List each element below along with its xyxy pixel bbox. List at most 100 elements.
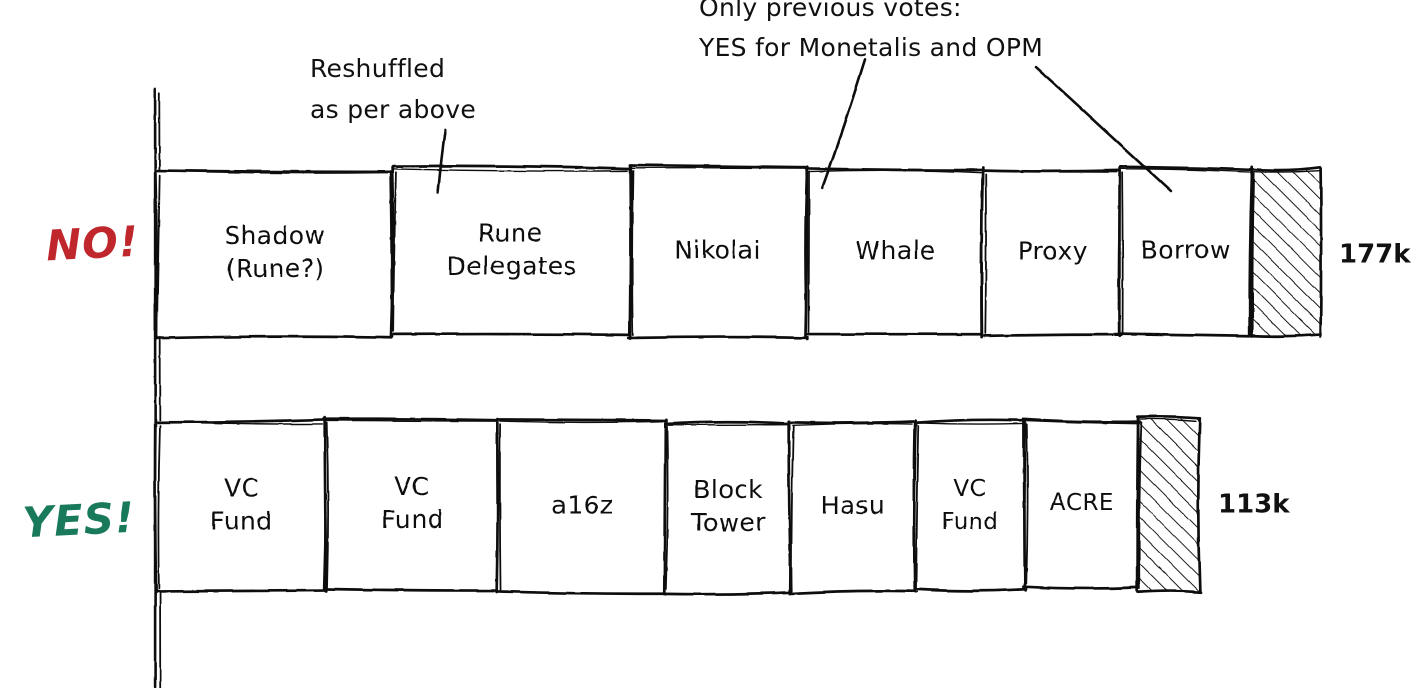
segment-fill [790, 422, 915, 592]
segment-edge-bottom [914, 587, 1028, 593]
segment-fill [156, 420, 325, 592]
segment-label-line: Fund [210, 506, 272, 535]
segment-edge-top [496, 418, 668, 422]
bar-segment[interactable]: a16z [495, 417, 668, 596]
segment-edge-right [1196, 416, 1202, 594]
segment-fill [983, 169, 1120, 336]
yes-bar-total-label: 113k [1218, 490, 1290, 520]
segment-edge-left-double [1025, 423, 1029, 585]
segment-edge-left [1023, 419, 1027, 591]
segment-label-line: ACRE [1050, 490, 1114, 516]
segment-fill [665, 421, 790, 593]
bar-segment[interactable]: Hasu [787, 420, 919, 595]
segment-label-line: Rune [477, 218, 542, 247]
hatched-segment-fill [1138, 418, 1199, 593]
segment-edge-top [1022, 417, 1142, 424]
segment-edge-left-double [157, 424, 161, 590]
segment-edge-top [1118, 165, 1252, 172]
segment-fill [392, 167, 630, 335]
segment-edge-top-double [499, 420, 664, 424]
segment-fill [1025, 420, 1138, 588]
bar-segment[interactable]: Whale [804, 166, 985, 339]
segment-edge-left-double [325, 421, 329, 589]
segment-edge-left [1248, 167, 1254, 336]
segment-edge-top [664, 420, 791, 425]
previous-votes-note: Only previous votes:YES for Monetalis an… [698, 0, 1173, 193]
segment-edge-left [389, 165, 395, 338]
segment-label-line: Proxy [1017, 236, 1087, 265]
segment-edge-top-double [1251, 170, 1321, 173]
yes-bar-side-label: YES! [21, 493, 136, 548]
annotation-line: Only previous votes: [699, 0, 962, 22]
bar-segment[interactable]: Shadow (Rune?) [153, 168, 394, 340]
segment-edge-bottom [983, 333, 1123, 338]
segment-edge-left-double [790, 424, 795, 591]
segment-label-line: Fund [941, 509, 998, 535]
segment-edge-left-double [1138, 421, 1143, 590]
segment-edge-left-double [664, 425, 669, 590]
segment-label-line: Nikolai [674, 236, 761, 265]
segment-edge-top-double [983, 170, 1118, 173]
annotation-leader-line [1034, 65, 1173, 193]
segment-label-line: Delegates [447, 251, 577, 280]
segment-edge-top-double [1025, 419, 1138, 425]
segment-edge-left [1135, 415, 1140, 593]
segment-edge-top-double [392, 168, 628, 172]
segment-label-line: Block [693, 475, 763, 504]
segment-edge-top-double [791, 422, 913, 427]
segment-edge-left-double [984, 173, 987, 335]
segment-label-line: (Rune?) [225, 254, 324, 283]
segment-fill [630, 165, 806, 338]
segment-fill [325, 418, 498, 591]
bar-segment[interactable]: Nikolai [626, 163, 809, 341]
segment-label-line: Borrow [1141, 236, 1231, 265]
segment-edge-top [915, 418, 1026, 425]
bar-segment[interactable]: Proxy [980, 167, 1123, 338]
segment-label-line: Shadow [224, 221, 325, 250]
bar-segment[interactable]: Borrow [1117, 165, 1254, 338]
segment-edge-bottom [1021, 585, 1141, 590]
segment-edge-bottom [790, 589, 919, 595]
segment-edge-left-double [392, 171, 397, 333]
segment-edge-left [153, 417, 158, 594]
segment-edge-top-double [916, 422, 1026, 425]
segment-edge-left-double [1251, 172, 1256, 333]
segment-edge-left [495, 418, 500, 594]
segment-edge-left [980, 169, 985, 337]
segment-label-line: a16z [552, 490, 614, 519]
segment-edge-right [1319, 167, 1323, 338]
segment-fill [498, 419, 665, 593]
bar-segment[interactable] [1247, 165, 1323, 338]
bar-segment[interactable]: ACRE [1021, 417, 1142, 591]
segment-edge-bottom [496, 590, 666, 596]
bar-segment[interactable] [1135, 414, 1202, 594]
segment-label-line: VC [954, 476, 987, 502]
segment-edge-top-double [629, 166, 807, 169]
segment-edge-left [323, 415, 328, 593]
annotation-leader-line [821, 58, 867, 190]
segment-label-line: Hasu [821, 491, 886, 520]
segment-fill [156, 169, 392, 337]
segment-edge-bottom [1117, 332, 1251, 338]
segment-edge-left-double [1121, 171, 1124, 334]
segment-edge-top [321, 417, 499, 422]
segment-edge-left [912, 419, 918, 592]
segment-edge-left-double [631, 169, 634, 336]
segment-edge-left-double [498, 423, 502, 592]
segment-fill [915, 421, 1025, 591]
bar-segment[interactable]: VC Fund [912, 418, 1028, 593]
segment-edge-left [804, 168, 809, 339]
segment-edge-top-double [1136, 418, 1197, 422]
segment-edge-top [391, 164, 633, 170]
segment-label-line: Whale [855, 236, 935, 265]
